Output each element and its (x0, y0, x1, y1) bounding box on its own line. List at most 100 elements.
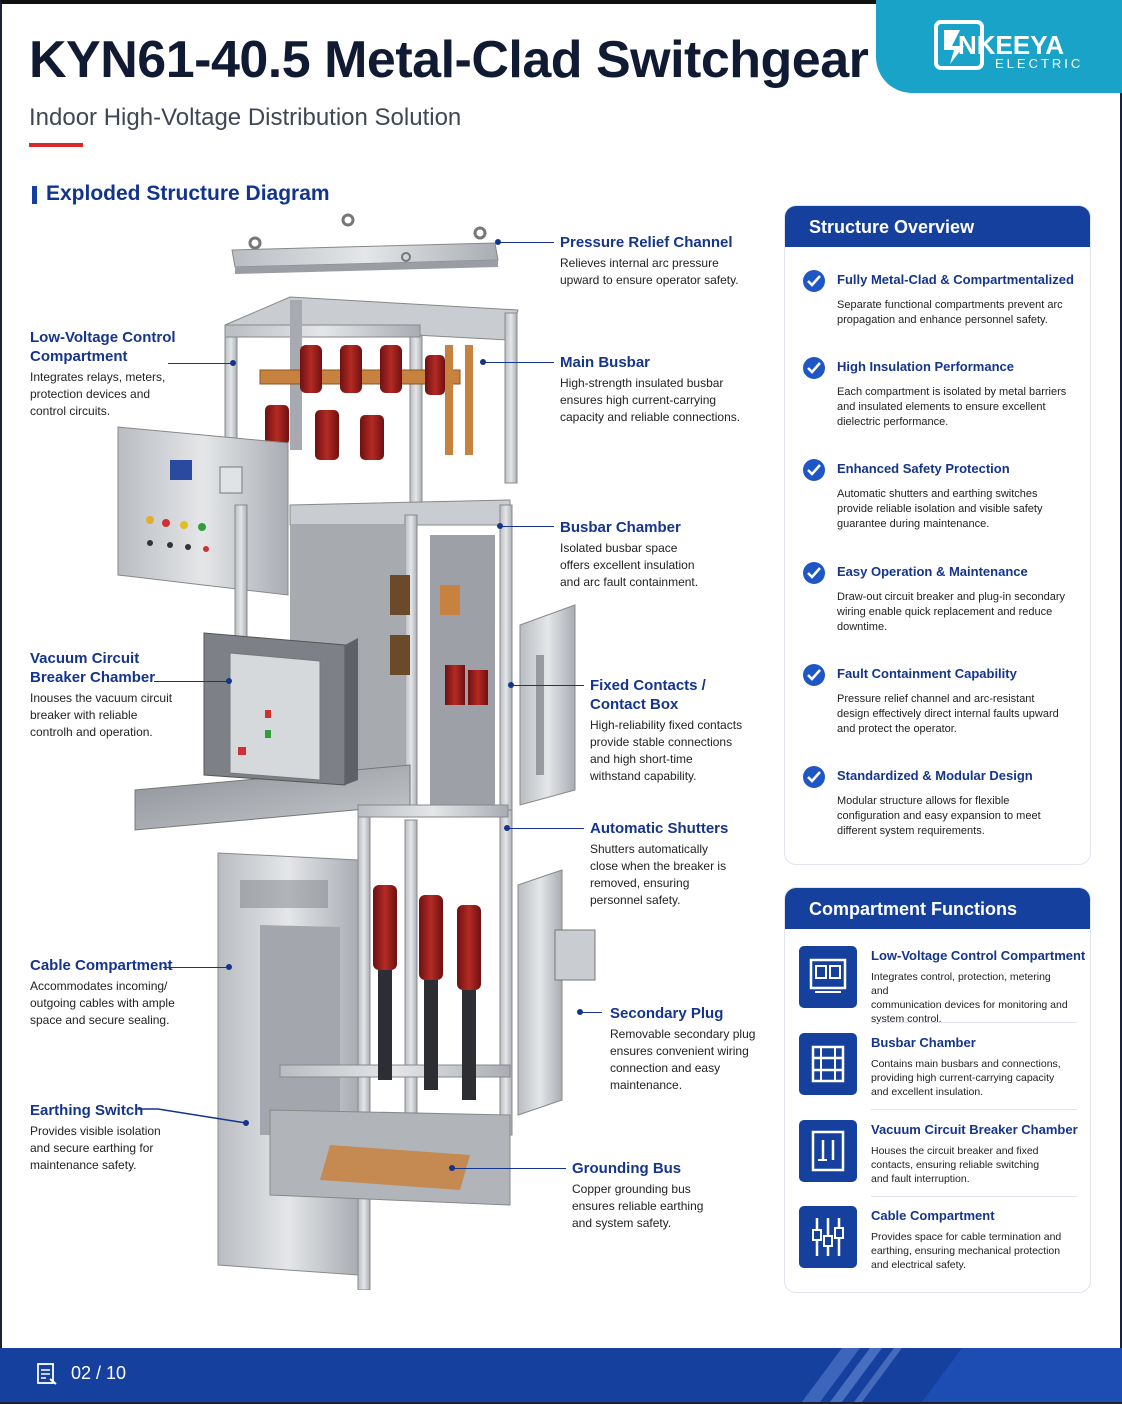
overview-item-title: Standardized & Modular Design (837, 768, 1033, 783)
leader-line (452, 1168, 566, 1169)
check-icon (803, 357, 825, 379)
overview-item-desc: Separate functional compartments prevent… (837, 299, 1063, 326)
function-item-title: Vacuum Circuit Breaker Chamber (871, 1122, 1078, 1137)
leader-line (138, 1108, 249, 1126)
function-item-desc: Integrates control, protection, metering… (871, 971, 1068, 1025)
overview-item-desc: Each compartment is isolated by metal ba… (837, 386, 1067, 428)
callout-automatic-shutters: Automatic Shutters Shutters automaticall… (590, 819, 760, 909)
function-item-desc: Provides space for cable termination and… (871, 1231, 1062, 1271)
exploded-switchgear-illustration (117, 213, 596, 1290)
check-icon (803, 664, 825, 686)
control-panel-icon (799, 946, 857, 1008)
callout-pressure-relief-channel: Pressure Relief Channel Relieves interna… (560, 233, 770, 289)
brand-name: NKEEYA (958, 30, 1064, 60)
brand-logo-background (876, 0, 1122, 93)
section-marker (32, 186, 37, 204)
grounding-bus-base (269, 1109, 511, 1206)
vacuum-circuit-breaker (134, 632, 411, 831)
leader-line (163, 967, 227, 968)
check-icon (803, 270, 825, 292)
leader-dot (497, 523, 503, 529)
check-icon (803, 766, 825, 788)
overview-item-desc: Automatic shutters and earthing switches… (837, 488, 1043, 530)
divider (871, 1109, 1077, 1110)
overview-item-desc: Pressure relief channel and arc-resistan… (837, 693, 1059, 735)
cable-terminal-icon (799, 1206, 857, 1268)
leader-line (484, 362, 554, 363)
structure-overview-panel: Structure Overview Fully Metal-Clad & Co… (784, 205, 1091, 865)
callout-cable-compartment: Cable Compartment Accommodates incoming/… (30, 956, 200, 1029)
page-subtitle: Indoor High-Voltage Distribution Solutio… (29, 104, 462, 131)
overview-item-title: Fault Containment Capability (837, 666, 1017, 681)
divider (871, 1022, 1077, 1023)
leader-line (512, 685, 584, 686)
page-title: KYN61-40.5 Metal-Clad Switchgear (29, 31, 869, 89)
leader-dot (230, 360, 236, 366)
callout-earthing-switch: Earthing Switch Provides visible isolati… (30, 1101, 190, 1174)
leader-dot (504, 825, 510, 831)
leader-dot (449, 1165, 455, 1171)
callout-title: Earthing Switch (30, 1102, 144, 1119)
callout-desc: Integrates relays, meters,protection dev… (30, 370, 166, 418)
structure-overview-title: Structure Overview (785, 206, 1090, 247)
section-title: Exploded Structure Diagram (46, 182, 330, 205)
compartment-functions-title: Compartment Functions (785, 888, 1090, 929)
document-icon (37, 1363, 57, 1385)
compartment-functions-panel: Compartment Functions Low-Voltage Contro… (784, 887, 1091, 1293)
leader-dot (226, 964, 232, 970)
function-item-desc: Contains main busbars and connections,pr… (871, 1058, 1061, 1098)
leader-dot (480, 359, 486, 365)
title-underline (29, 143, 83, 147)
leader-line (580, 1012, 602, 1013)
footer-bar (0, 1348, 1122, 1402)
callout-title: Cable Compartment (30, 957, 173, 974)
callout-title: Secondary Plug (610, 1005, 724, 1022)
overview-item-title: Fully Metal-Clad & Compartmentalized (837, 272, 1074, 287)
low-voltage-control-door (117, 426, 289, 596)
leader-dot (495, 239, 501, 245)
leader-dot (577, 1009, 583, 1015)
callout-title: Fixed Contacts /Contact Box (590, 677, 706, 713)
callout-title: Busbar Chamber (560, 519, 681, 536)
callout-main-busbar: Main Busbar High-strength insulated busb… (560, 353, 760, 426)
check-icon (803, 562, 825, 584)
busbar-icon (799, 1033, 857, 1095)
brand-logo-icon (934, 20, 984, 70)
breaker-icon (799, 1120, 857, 1182)
divider (871, 1196, 1077, 1197)
leader-line (508, 828, 584, 829)
overview-item-title: High Insulation Performance (837, 359, 1014, 374)
callout-title: Main Busbar (560, 354, 651, 371)
leader-line (498, 242, 554, 243)
overview-item-title: Enhanced Safety Protection (837, 461, 1010, 476)
callout-title: Grounding Bus (572, 1160, 682, 1177)
leader-line (154, 681, 228, 682)
leader-dot (508, 682, 514, 688)
function-item-title: Low-Voltage Control Compartment (871, 948, 1086, 963)
leader-dot (226, 678, 232, 684)
function-item-title: Cable Compartment (871, 1208, 995, 1223)
secondary-plug-door (517, 869, 596, 1116)
callout-title: Automatic Shutters (590, 820, 729, 837)
cable-compartment-frame (217, 804, 513, 1290)
pressure-relief-plate (231, 213, 499, 274)
footer-stripes-decoration (802, 1348, 1122, 1402)
check-icon (803, 459, 825, 481)
